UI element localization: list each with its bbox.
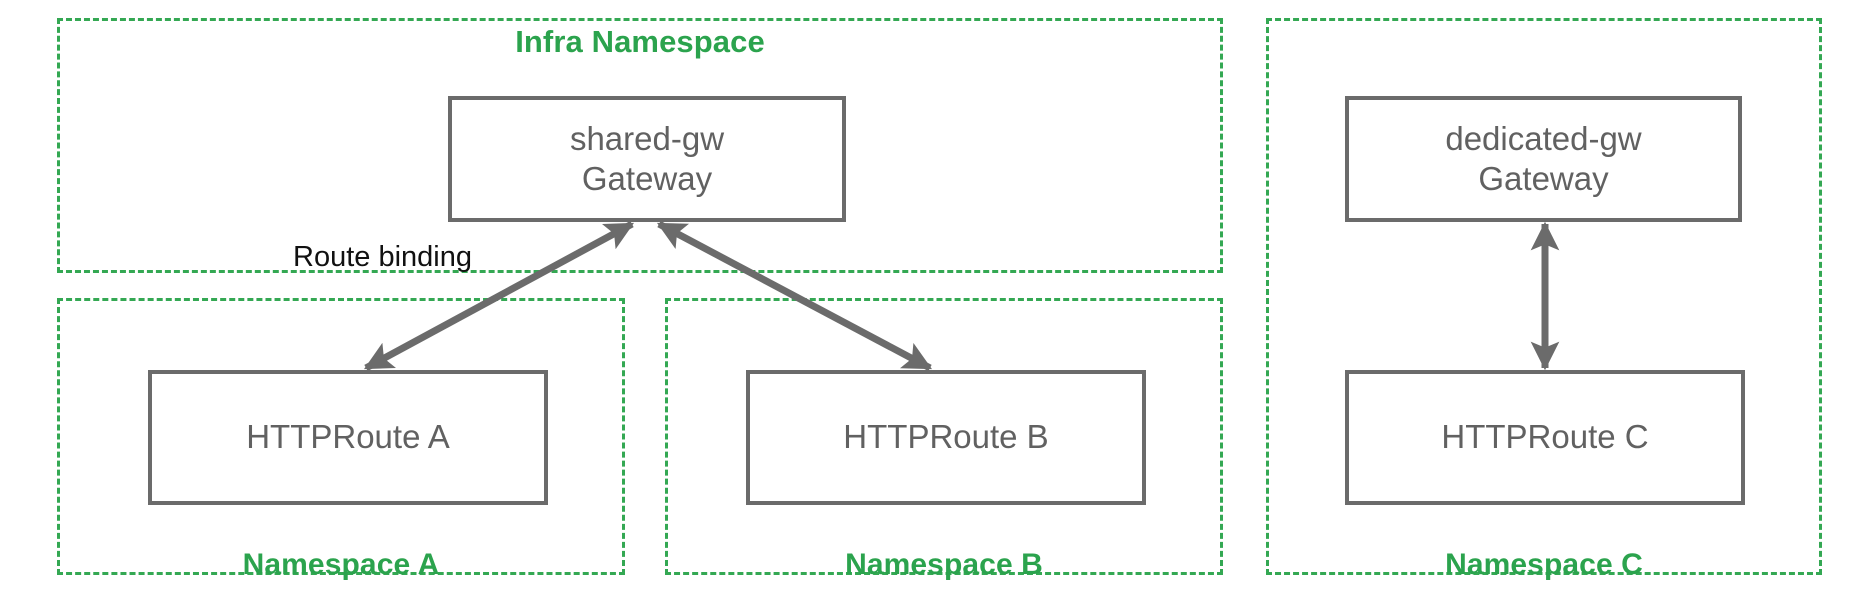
resource-label-shared-gw: shared-gw Gateway: [569, 119, 725, 197]
resource-label-httproute-c: HTTPRoute C: [1441, 418, 1649, 456]
namespace-box-a: [57, 298, 625, 575]
resource-box-httproute-b[interactable]: HTTPRoute B: [746, 370, 1146, 505]
namespace-box-infra: [57, 18, 1223, 273]
resource-label-httproute-b: HTTPRoute B: [843, 418, 1049, 456]
namespace-label-a: Namespace A: [242, 548, 440, 581]
resource-label-httproute-a: HTTPRoute A: [246, 418, 450, 456]
namespace-box-b: [665, 298, 1223, 575]
resource-box-httproute-a[interactable]: HTTPRoute A: [148, 370, 548, 505]
edge-label-route-binding: Route binding: [293, 241, 472, 273]
namespace-box-c: [1266, 18, 1822, 575]
namespace-label-c: Namespace C: [1445, 548, 1643, 581]
namespace-label-b: Namespace B: [845, 548, 1043, 581]
resource-label-dedicated-gw: dedicated-gw Gateway: [1445, 119, 1642, 197]
resource-box-shared-gw[interactable]: shared-gw Gateway: [448, 96, 846, 222]
resource-box-httproute-c[interactable]: HTTPRoute C: [1345, 370, 1745, 505]
resource-box-dedicated-gw[interactable]: dedicated-gw Gateway: [1345, 96, 1742, 222]
namespace-label-infra: Infra Namespace: [515, 24, 765, 59]
